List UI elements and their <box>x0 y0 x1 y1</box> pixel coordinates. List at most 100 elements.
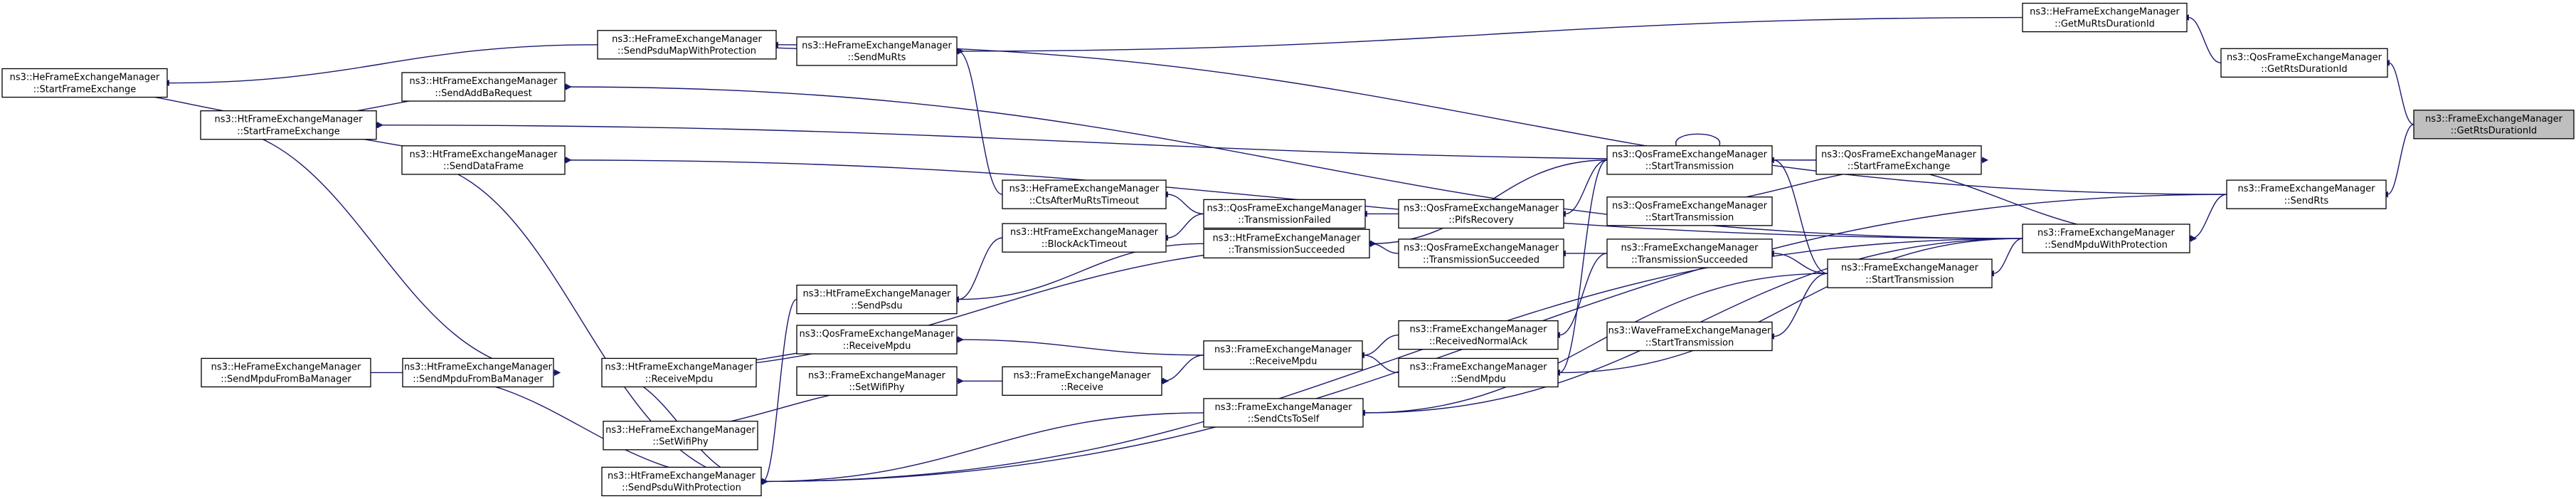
node-n01[interactable]: ns3::HeFrameExchangeManager::StartFrameE… <box>1 68 168 98</box>
edge-n24-n29 <box>1553 253 1608 339</box>
node-n16[interactable]: ns3::FrameExchangeManager::SetWifiPhy <box>796 366 958 396</box>
node-label-line1: ns3::QosFrameExchangeManager <box>1404 203 1559 214</box>
node-label-line1: ns3::QosFrameExchangeManager <box>799 329 955 340</box>
edge-n29-n31 <box>1767 250 1828 274</box>
node-label-line2: ::StartFrameExchange <box>1848 162 1951 172</box>
node-label-line1: ns3::HeFrameExchangeManager <box>211 362 361 372</box>
node-n28[interactable]: ns3::QosFrameExchangeManager::StartTrans… <box>1606 196 1773 226</box>
node-label-line1: ns3::QosFrameExchangeManager <box>1612 149 1768 160</box>
node-label-line2: ::ReceiveMpdu <box>1249 357 1318 367</box>
node-label-line1: ns3::FrameExchangeManager <box>1409 325 1547 335</box>
node-n03[interactable]: ns3::HeFrameExchangeManager::SendPsduMap… <box>597 30 777 60</box>
node-label-line1: ns3::HtFrameExchangeManager <box>803 289 952 300</box>
node-box <box>796 284 958 315</box>
node-label-line2: ::ReceivedNormalAck <box>1429 336 1528 347</box>
node-box <box>1398 199 1564 229</box>
node-n19[interactable]: ns3::HtFrameExchangeManager::Transmissio… <box>1203 229 1370 258</box>
node-n13[interactable]: ns3::HtFrameExchangeManager::BlockAckTim… <box>1002 223 1167 253</box>
node-n17[interactable]: ns3::FrameExchangeManager::Receive <box>1002 366 1162 396</box>
node-n27[interactable]: ns3::QosFrameExchangeManager::StartFrame… <box>1816 145 1982 175</box>
node-label-line1: ns3::FrameExchangeManager <box>1214 402 1352 413</box>
node-label-line1: ns3::FrameExchangeManager <box>1841 263 1979 273</box>
node-label-line1: ns3::FrameExchangeManager <box>2237 184 2375 194</box>
node-n26[interactable]: ns3::QosFrameExchangeManager::StartTrans… <box>1606 145 1773 175</box>
node-n21[interactable]: ns3::FrameExchangeManager::SendCtsToSelf <box>1203 398 1364 428</box>
node-label-line2: ::SetWifiPhy <box>652 437 709 448</box>
node-label-line2: ::GetRtsDurationId <box>2451 126 2537 137</box>
edge-n31-n33 <box>1987 238 2023 277</box>
node-n09[interactable]: ns3::HeFrameExchangeManager::SetWifiPhy <box>603 421 758 451</box>
node-n35[interactable]: ns3::FrameExchangeManager::SendRts <box>2226 179 2387 209</box>
edge-n26-n26 <box>1675 133 1721 147</box>
node-label-line2: ::SendPsduMapWithProtection <box>618 46 756 57</box>
edge-n33-n35 <box>2185 194 2227 242</box>
edge-n30-n31 <box>1767 273 1828 340</box>
node-label-line2: ::StartTransmission <box>1645 337 1734 348</box>
node-n10[interactable]: ns3::HtFrameExchangeManager::SendPsduWit… <box>601 466 762 497</box>
node-box <box>1203 398 1364 428</box>
node-n14[interactable]: ns3::HtFrameExchangeManager::SendPsdu <box>796 284 958 315</box>
edge-n19-n23 <box>1364 240 1399 254</box>
node-label-line1: ns3::FrameExchangeManager <box>2425 114 2563 125</box>
node-label-line2: ::StartFrameExchange <box>237 127 340 137</box>
node-label-line1: ns3::QosFrameExchangeManager <box>1821 149 1977 160</box>
node-box <box>796 366 958 396</box>
node-label-line2: ::TransmissionSucceeded <box>1631 255 1748 266</box>
node-n25[interactable]: ns3::FrameExchangeManager::SendMpdu <box>1398 357 1559 388</box>
node-label-line2: ::SendMpduFromBaManager <box>413 374 544 384</box>
node-n11[interactable]: ns3::HeFrameExchangeManager::SendMuRts <box>796 36 958 66</box>
node-n04[interactable]: ns3::HtFrameExchangeManager::SendAddBaRe… <box>401 72 566 102</box>
node-n08[interactable]: ns3::HtFrameExchangeManager::ReceiveMpdu <box>601 357 757 388</box>
node-label-line1: ns3::HtFrameExchangeManager <box>404 362 553 372</box>
node-label-line2: ::StartFrameExchange <box>33 84 137 95</box>
node-label-line1: ns3::HtFrameExchangeManager <box>1213 233 1362 243</box>
node-box <box>1398 357 1559 388</box>
node-n05[interactable]: ns3::HtFrameExchangeManager::SendDataFra… <box>401 145 566 175</box>
node-n36[interactable]: ns3::FrameExchangeManager::GetRtsDuratio… <box>2413 110 2575 140</box>
node-n18[interactable]: ns3::QosFrameExchangeManager::Transmissi… <box>1203 199 1366 229</box>
edge-n11-n32 <box>952 16 2023 55</box>
edge-n10-n14 <box>756 298 797 485</box>
node-box <box>1002 366 1162 396</box>
node-label-line2: ::SendRts <box>2284 196 2329 206</box>
node-n34[interactable]: ns3::QosFrameExchangeManager::GetRtsDura… <box>2220 48 2388 78</box>
node-box <box>401 145 566 175</box>
node-box <box>2220 48 2388 78</box>
node-n02[interactable]: ns3::HtFrameExchangeManager::StartFrameE… <box>200 110 377 140</box>
node-n24[interactable]: ns3::FrameExchangeManager::ReceivedNorma… <box>1398 320 1559 350</box>
node-label-line2: ::Receive <box>1061 382 1103 393</box>
edge-n12-n18 <box>1161 191 1204 215</box>
node-n33[interactable]: ns3::FrameExchangeManager::SendMpduWithP… <box>2022 224 2190 253</box>
node-label-line1: ns3::FrameExchangeManager <box>1409 362 1547 372</box>
node-n12[interactable]: ns3::HeFrameExchangeManager::CtsAfterMuR… <box>1002 179 1167 209</box>
node-n15[interactable]: ns3::QosFrameExchangeManager::ReceiveMpd… <box>796 325 958 354</box>
node-label-line1: ns3::QosFrameExchangeManager <box>2227 52 2382 63</box>
edge-n04-n33 <box>560 83 2023 239</box>
node-label-line2: ::TransmissionFailed <box>1238 215 1330 226</box>
node-box <box>1398 238 1564 268</box>
node-box <box>1 68 168 98</box>
node-n07[interactable]: ns3::HtFrameExchangeManager::SendMpduFro… <box>402 357 554 388</box>
node-label-line2: ::GetRtsDurationId <box>2261 64 2347 75</box>
node-n29[interactable]: ns3::FrameExchangeManager::TransmissionS… <box>1606 238 1773 268</box>
edge-n11-n12 <box>952 48 1003 195</box>
node-box <box>1002 179 1167 209</box>
node-box <box>1606 196 1773 226</box>
node-n31[interactable]: ns3::FrameExchangeManager::StartTransmis… <box>1827 258 1993 288</box>
edge-n20-n25 <box>1357 352 1399 374</box>
node-n30[interactable]: ns3::WaveFrameExchangeManager::StartTran… <box>1606 321 1773 352</box>
node-n22[interactable]: ns3::QosFrameExchangeManager::PifsRecove… <box>1398 199 1564 229</box>
node-label-line2: ::SendCtsToSelf <box>1248 414 1320 425</box>
edge-n32-n34 <box>2182 14 2222 64</box>
node-label-line2: ::GetMuRtsDurationId <box>2055 19 2155 29</box>
node-n32[interactable]: ns3::HeFrameExchangeManager::GetMuRtsDur… <box>2022 2 2188 33</box>
node-n23[interactable]: ns3::QosFrameExchangeManager::Transmissi… <box>1398 238 1564 268</box>
node-label-line2: ::BlockAckTimeout <box>1041 239 1127 250</box>
node-label-line2: ::StartTransmission <box>1865 275 1954 285</box>
node-label-line2: ::SendMpduFromBaManager <box>221 374 351 384</box>
node-label-line2: ::StartTransmission <box>1645 162 1734 172</box>
node-box <box>402 357 554 388</box>
node-n20[interactable]: ns3::FrameExchangeManager::ReceiveMpdu <box>1203 340 1363 370</box>
node-n06[interactable]: ns3::HeFrameExchangeManager::SendMpduFro… <box>201 357 371 388</box>
node-label-line1: ns3::HtFrameExchangeManager <box>410 76 558 87</box>
